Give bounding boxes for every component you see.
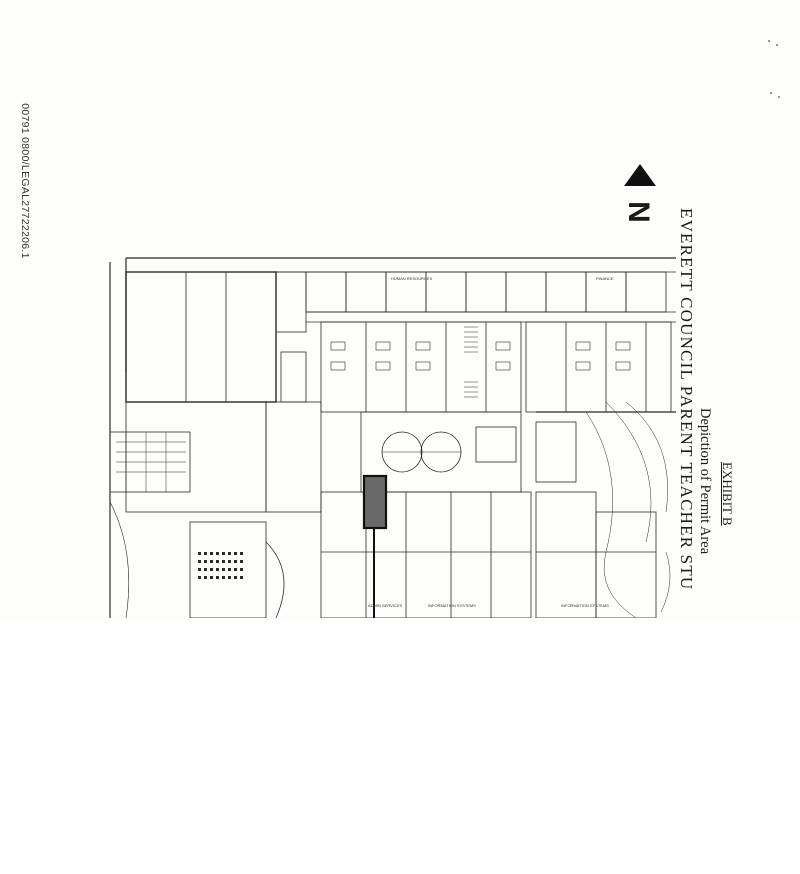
room-label: HUMAN RESOURCES: [391, 276, 432, 281]
scan-speck: [768, 40, 770, 42]
north-label: N: [622, 201, 655, 223]
room-label: INFORMATION SYSTEMS: [428, 603, 476, 608]
room-label: INFORMATION SYSTEMS: [561, 603, 609, 608]
scan-speck: [776, 44, 778, 46]
scanned-page: [0, 0, 800, 618]
scan-speck: [778, 96, 780, 98]
north-arrow-icon: [624, 164, 656, 186]
organization-title: EVERETT COUNCIL PARENT TEACHER STU: [677, 208, 696, 591]
document-id-text: 00791 0800/LEGAL27722206.1: [19, 103, 31, 259]
scan-speck: [770, 92, 772, 94]
room-label: ADMIN SERVICES: [368, 603, 402, 608]
floor-plan: ADMIN SERVICES INFORMATION SYSTEMS INFOR…: [109, 257, 676, 618]
room-label: FINANCE: [596, 276, 614, 281]
permit-area-description: Depiction of Permit Area: [697, 408, 713, 555]
document-id: 00791 0800/LEGAL27722206.1: [18, 86, 32, 276]
exhibit-title: EXHIBIT B: [720, 462, 735, 526]
